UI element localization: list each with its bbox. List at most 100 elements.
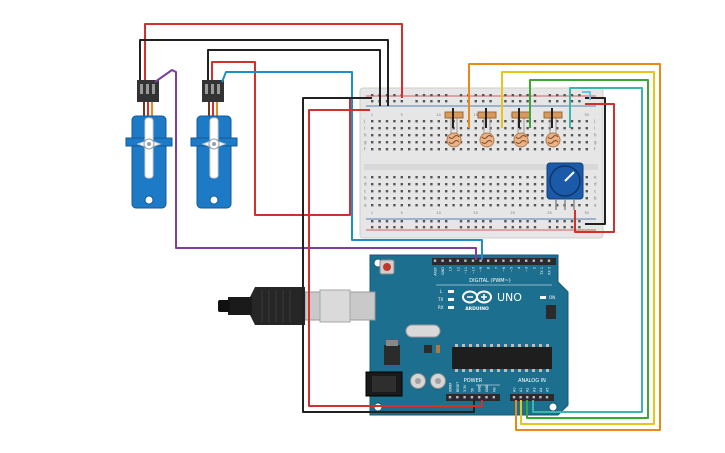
atmega-chip xyxy=(452,347,552,369)
digital-pin-label: 4 xyxy=(517,267,521,269)
breadboard-row-label: f xyxy=(364,147,366,152)
servo-right[interactable] xyxy=(190,80,238,209)
analog-pin-label: A0 xyxy=(513,388,517,392)
digital-pin-label: ~9 xyxy=(479,267,483,272)
reset-button-cap[interactable] xyxy=(383,263,391,271)
wire-black-servo2 xyxy=(207,49,381,106)
breadboard-column-number: 30 xyxy=(584,211,588,215)
power-pin-label: RESET xyxy=(456,382,460,392)
breadboard-column-number: 25 xyxy=(547,211,551,215)
analog-pin-label: A5 xyxy=(546,388,550,392)
breadboard-column-number: 1 xyxy=(371,113,373,117)
digital-header xyxy=(432,258,556,265)
wire-black-rail-link xyxy=(585,97,606,225)
power-pin-label: GND xyxy=(485,384,489,392)
wires xyxy=(139,23,661,431)
digital-pin-label: TX 1 xyxy=(540,267,544,276)
breadboard-row-label: i xyxy=(594,126,595,131)
chip-pins xyxy=(455,344,549,372)
rx-led xyxy=(448,306,454,309)
breadboard-row-label: c xyxy=(364,189,366,194)
breadboard-channel xyxy=(364,164,598,170)
digital-pin-label: ~10 xyxy=(472,267,476,274)
breadboard-column-number: 20 xyxy=(510,211,514,215)
breadboard-row-label: b xyxy=(364,196,367,201)
breadboard-column-number: 15 xyxy=(473,113,477,117)
digital-pin-label: RX 0 xyxy=(548,267,552,275)
arduino-logo xyxy=(462,290,492,304)
tx-led xyxy=(448,298,454,301)
tx-label: TX xyxy=(437,297,443,302)
wire-teal-ldr4 xyxy=(532,87,643,413)
breadboard-column-number: 5 xyxy=(400,113,402,117)
photoresistor[interactable] xyxy=(511,111,531,148)
potentiometer[interactable] xyxy=(546,162,584,210)
usb-plug xyxy=(250,287,305,325)
analog-header xyxy=(510,394,554,401)
breadboard-row-label: d xyxy=(364,182,367,187)
digital-pin-label: 2 xyxy=(532,267,536,269)
breadboard-row-label: g xyxy=(594,140,597,145)
crystal-oscillator xyxy=(405,324,441,338)
breadboard-row-label: a xyxy=(364,203,367,208)
wire-yellow-ldr2 xyxy=(501,71,655,425)
breadboard-column-number: 30 xyxy=(584,113,588,117)
servo-left[interactable] xyxy=(125,80,173,209)
breadboard-column-number: 10 xyxy=(436,113,440,117)
breadboard-row-label: i xyxy=(364,126,365,131)
analog-pin-label: A2 xyxy=(526,388,530,392)
breadboard-column-number: 10 xyxy=(436,211,440,215)
usb-cable-strain-relief xyxy=(228,297,252,315)
wire-purple-servo1-signal xyxy=(154,69,477,260)
l-led xyxy=(448,290,454,293)
voltage-regulator xyxy=(384,345,400,365)
breadboard-row-label: g xyxy=(364,140,367,145)
power-pin-label: 3.3V xyxy=(463,384,467,392)
power-pin-label: 5V xyxy=(470,387,474,392)
usb-cable xyxy=(218,287,376,325)
breadboard-row-label: e xyxy=(594,175,597,180)
wire-lightblue-pot xyxy=(582,91,591,100)
digital-pin-label: ~11 xyxy=(464,267,468,274)
breadboard-row-label: a xyxy=(594,203,597,208)
breadboard-row-label: d xyxy=(594,182,597,187)
digital-label: DIGITAL (PWM~) xyxy=(469,278,511,284)
wire-green-ldr3 xyxy=(526,79,649,419)
power-pin-label: GND xyxy=(478,384,482,392)
l-label: L xyxy=(440,289,443,294)
wire-red-rail-link xyxy=(574,103,615,233)
wire-red-5v xyxy=(308,109,483,407)
breadboard-row-label: j xyxy=(593,119,595,124)
wire-red-servo1 xyxy=(144,23,403,98)
digital-pin-label: 7 xyxy=(494,267,498,269)
breadboard-row-label: f xyxy=(594,147,596,152)
breadboard-row-labels: jjiihhggffeeddccbbaa11551010151520202525… xyxy=(363,113,597,215)
wire-black-servo1 xyxy=(139,39,389,106)
wire-orange-ldr1 xyxy=(468,63,661,431)
breadboard-row-label: b xyxy=(594,196,597,201)
power-pin-label: Vin xyxy=(492,387,496,392)
breadboard-column-number: 1 xyxy=(371,211,373,215)
breadboard: jjiihhggffeeddccbbaa11551010151520202525… xyxy=(359,87,604,239)
breadboard-row-label: h xyxy=(594,133,597,138)
breadboard-column-number: 5 xyxy=(400,211,402,215)
power-pin-label: IOREF xyxy=(449,382,453,392)
digital-pin-label: 8 xyxy=(487,267,491,269)
digital-pin-label: 13 xyxy=(449,267,453,271)
power-label: POWER xyxy=(464,378,483,384)
digital-pin-label: ~5 xyxy=(510,267,514,272)
analog-pin-label: A3 xyxy=(532,388,536,392)
breadboard-row-label: j xyxy=(363,119,365,124)
uno-logo-text: UNO xyxy=(497,291,522,304)
analog-pin-label: A1 xyxy=(519,388,523,392)
digital-pin-label: 12 xyxy=(456,267,460,271)
digital-pin-label: ~6 xyxy=(502,267,506,272)
rx-label: RX xyxy=(438,305,444,310)
wire-blue-servo2-signal xyxy=(221,71,483,260)
on-led xyxy=(540,296,546,299)
